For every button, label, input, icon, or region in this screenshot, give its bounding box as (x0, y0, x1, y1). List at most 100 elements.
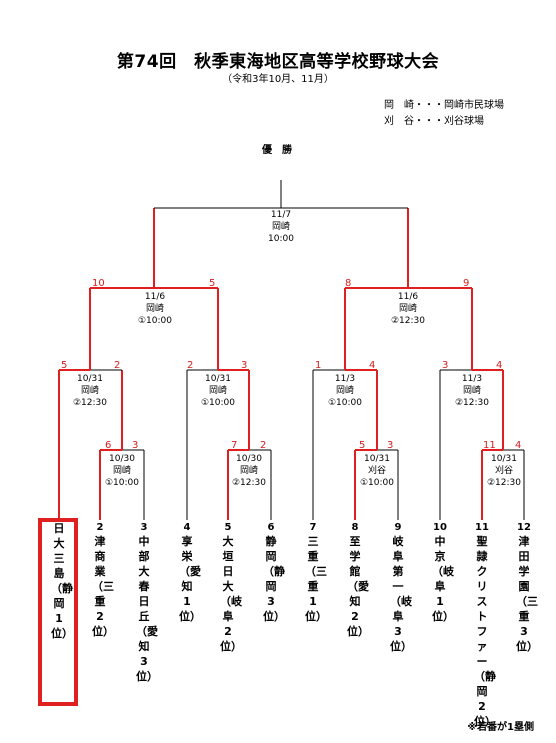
match-time: ①10:00 (327, 398, 362, 408)
team-7: 7 三 重（三 重1位） (305, 521, 374, 624)
match-date: 11/6 (144, 292, 166, 302)
team-name: 大 垣 日 大（岐 阜2位） (220, 535, 253, 653)
match-venue: 岡崎 (208, 386, 227, 396)
match-date: 10/31 (364, 454, 390, 464)
team-10: 10 中 京（岐 阜1位） (432, 521, 501, 624)
page-title: 第74回 秋季東海地区高等学校野球大会 (116, 52, 440, 72)
team-4: 4 享 栄（愛 知1位） (179, 521, 248, 624)
score-sf-a-left: 10 (92, 278, 105, 289)
venue-okazaki: 岡 崎・・・岡崎市民球場 (384, 100, 504, 111)
team-8: 8 至 学 館（愛 知2位） (347, 521, 383, 639)
champion-label: 優勝 (262, 145, 302, 156)
team-6: 6 静 岡（静 岡3位） (263, 521, 332, 624)
match-date: 10/30 (236, 454, 262, 464)
match-time: ②12:30 (390, 316, 425, 326)
match-info-sf-b: 11/6 岡崎 ②12:30 (373, 291, 443, 327)
match-venue: 岡崎 (398, 304, 417, 314)
team-name: 中 京（岐 阜1位） (432, 535, 501, 623)
match-time: 10:00 (268, 234, 294, 244)
match-date: 10/31 (77, 374, 103, 384)
team-name: 至 学 館（愛 知2位） (347, 535, 383, 638)
team-name: 岐 阜 第 一（岐 阜3位） (390, 535, 423, 653)
match-info-qf-c: 11/3 岡崎 ①10:00 (310, 373, 380, 409)
team-name: 聖隷クリストファー（静 岡2位） (474, 535, 507, 728)
match-info-qf-d: 11/3 岡崎 ②12:30 (437, 373, 507, 409)
match-time: ②12:30 (454, 398, 489, 408)
team-seed: 5 (224, 522, 232, 533)
match-info-r1-b: 10/30 岡崎 ②12:30 (214, 453, 284, 489)
team-seed: 6 (267, 522, 275, 533)
match-venue: 岡崎 (239, 466, 258, 476)
match-info-r1-c: 10/31 刈谷 ①10:00 (342, 453, 412, 489)
score-r1-d-right: 4 (515, 440, 522, 451)
footnote: ※若番が1塁側 (467, 722, 534, 733)
match-time: ①10:00 (359, 478, 394, 488)
match-venue: 岡崎 (462, 386, 481, 396)
score-r1-a-left: 6 (105, 440, 112, 451)
score-sf-a-right: 5 (209, 278, 216, 289)
team-seed: 11 (475, 522, 489, 533)
match-date: 11/3 (461, 374, 483, 384)
team-seed: 3 (140, 522, 148, 533)
match-venue: 岡崎 (112, 466, 131, 476)
score-r1-a-right: 3 (132, 440, 139, 451)
score-r1-c-right: 3 (387, 440, 394, 451)
match-time: ②12:30 (231, 478, 266, 488)
match-venue: 刈谷 (367, 466, 386, 476)
score-qf-b-left: 2 (187, 360, 194, 371)
team-seed: 4 (183, 522, 191, 533)
team-name: 中部大春日丘（愛 知3位） (136, 535, 169, 683)
score-qf-d-left: 3 (442, 360, 449, 371)
match-info-qf-b: 10/31 岡崎 ①10:00 (183, 373, 253, 409)
match-date: 10/31 (491, 454, 517, 464)
match-venue: 岡崎 (80, 386, 99, 396)
team-name: 津 田 学 園（三 重3位） (516, 535, 549, 653)
team-2: 2 津 商 業（三 重2位） (92, 521, 128, 639)
score-r1-d-left: 11 (483, 440, 496, 451)
team-11: 11 聖隷クリストファー（静 岡2位） (474, 521, 507, 729)
score-sf-b-left: 8 (345, 278, 352, 289)
match-venue: 岡崎 (335, 386, 354, 396)
team-seed: 9 (394, 522, 402, 533)
match-info-r1-a: 10/30 岡崎 ①10:00 (87, 453, 157, 489)
score-r1-b-left: 7 (231, 440, 238, 451)
match-venue: 刈谷 (494, 466, 513, 476)
page-subtitle: （令和3年10月、11月） (222, 74, 334, 85)
score-qf-a-right: 2 (114, 360, 121, 371)
venue-kariya: 刈 谷・・・刈谷球場 (384, 116, 484, 127)
match-venue: 岡崎 (145, 304, 164, 314)
match-venue: 岡崎 (271, 222, 290, 232)
champion-highlight-box (38, 518, 78, 706)
match-time: ①10:00 (104, 478, 139, 488)
score-qf-b-right: 3 (241, 360, 248, 371)
team-name: 享 栄（愛 知1位） (179, 535, 248, 623)
team-3: 3 中部大春日丘（愛 知3位） (136, 521, 169, 684)
score-r1-c-left: 5 (359, 440, 366, 451)
team-name: 津 商 業（三 重2位） (92, 535, 128, 638)
team-5: 5 大 垣 日 大（岐 阜2位） (220, 521, 253, 654)
match-info-r1-d: 10/31 刈谷 ②12:30 (469, 453, 539, 489)
score-qf-c-left: 1 (315, 360, 322, 371)
match-info-qf-a: 10/31 岡崎 ②12:30 (55, 373, 125, 409)
match-time: ①10:00 (137, 316, 172, 326)
team-seed: 7 (309, 522, 317, 533)
score-qf-a-left: 5 (61, 360, 68, 371)
team-name: 三 重（三 重1位） (305, 535, 374, 623)
team-seed: 12 (517, 522, 531, 533)
match-time: ②12:30 (486, 478, 521, 488)
team-seed: 10 (433, 522, 447, 533)
team-seed: 2 (96, 522, 104, 533)
match-date: 11/7 (270, 210, 292, 220)
match-date: 10/31 (205, 374, 231, 384)
score-r1-b-right: 2 (260, 440, 267, 451)
match-info-final: 11/7 岡崎 10:00 (246, 209, 316, 245)
match-date: 11/3 (334, 374, 356, 384)
match-date: 11/6 (397, 292, 419, 302)
team-9: 9 岐 阜 第 一（岐 阜3位） (390, 521, 423, 654)
match-time: ②12:30 (72, 398, 107, 408)
team-12: 12 津 田 学 園（三 重3位） (516, 521, 549, 654)
score-qf-c-right: 4 (369, 360, 376, 371)
venue-legend: 岡 崎・・・岡崎市民球場 刈 谷・・・刈谷球場 (384, 98, 504, 130)
match-time: ①10:00 (200, 398, 235, 408)
